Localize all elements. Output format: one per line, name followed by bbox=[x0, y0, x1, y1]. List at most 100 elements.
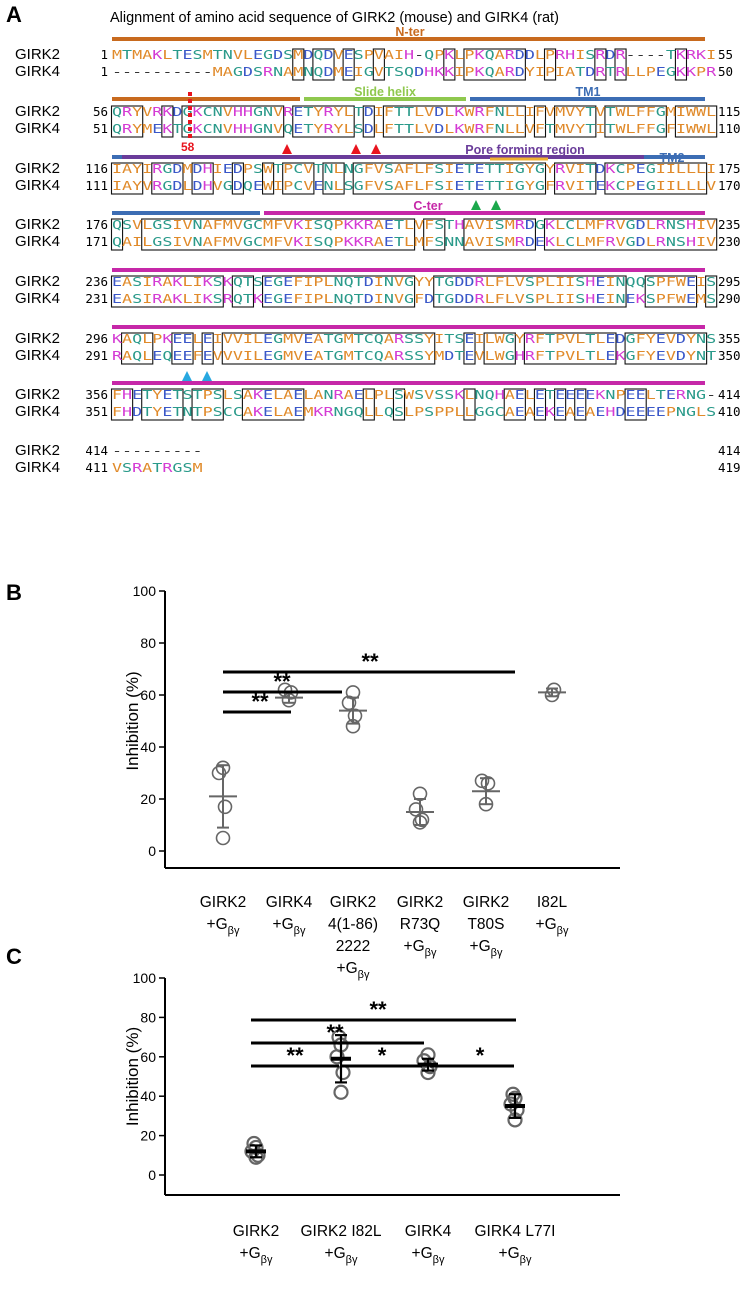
residue: V bbox=[293, 349, 303, 364]
residue: D bbox=[464, 275, 474, 290]
residue: Q bbox=[344, 292, 354, 307]
residue: V bbox=[223, 105, 233, 120]
residue: V bbox=[142, 179, 152, 194]
residue: I bbox=[374, 275, 384, 290]
residue: I bbox=[565, 275, 575, 290]
residue: E bbox=[384, 218, 394, 233]
residue: F bbox=[364, 179, 374, 194]
residue: H bbox=[404, 48, 414, 63]
y-tick-label: 40 bbox=[140, 1088, 156, 1104]
residue: K bbox=[545, 405, 555, 420]
residue: F bbox=[193, 349, 203, 364]
residue: L bbox=[414, 162, 424, 177]
residue: R bbox=[364, 235, 374, 250]
residue: A bbox=[495, 48, 505, 63]
identity-box bbox=[674, 48, 688, 81]
significance-label: ** bbox=[286, 1043, 304, 1068]
residue: L bbox=[364, 388, 374, 403]
residue: F bbox=[495, 275, 505, 290]
residue: P bbox=[444, 405, 454, 420]
residue: I bbox=[454, 65, 464, 80]
residue: T bbox=[444, 332, 454, 347]
residue: V bbox=[424, 105, 434, 120]
seq-start: 171 bbox=[85, 234, 108, 249]
residue: - bbox=[142, 444, 152, 459]
identity-box bbox=[463, 388, 476, 421]
region-label-cter: C-ter bbox=[413, 199, 442, 213]
residue: I bbox=[434, 332, 444, 347]
residue: P bbox=[414, 405, 424, 420]
residue: A bbox=[585, 405, 595, 420]
residue: H bbox=[243, 105, 253, 120]
residue: F bbox=[646, 122, 656, 137]
residue: D bbox=[172, 179, 182, 194]
residue: R bbox=[152, 275, 162, 290]
region-bar bbox=[112, 381, 705, 385]
seq-end: 235 bbox=[718, 217, 741, 232]
residue: K bbox=[223, 275, 233, 290]
residue: E bbox=[203, 349, 213, 364]
residue: G bbox=[626, 349, 636, 364]
residue: E bbox=[555, 405, 565, 420]
residue: C bbox=[495, 405, 505, 420]
residue: Q bbox=[344, 275, 354, 290]
residue: D bbox=[273, 48, 283, 63]
residue: G bbox=[162, 179, 172, 194]
residue: E bbox=[454, 162, 464, 177]
residue: K bbox=[112, 332, 122, 347]
residue: L bbox=[575, 349, 585, 364]
residue: Y bbox=[152, 388, 162, 403]
residue: S bbox=[434, 179, 444, 194]
residue: Q bbox=[485, 48, 495, 63]
residue: G bbox=[646, 179, 656, 194]
residue: G bbox=[626, 218, 636, 233]
residue: F bbox=[666, 292, 676, 307]
residue: R bbox=[676, 388, 686, 403]
residue: - bbox=[706, 388, 716, 403]
residue: Y bbox=[414, 275, 424, 290]
identity-box bbox=[292, 48, 305, 81]
residue: T bbox=[605, 105, 615, 120]
residue: R bbox=[323, 122, 333, 137]
residue: R bbox=[656, 235, 666, 250]
residue: E bbox=[112, 292, 122, 307]
seq-name: GIRK2 bbox=[15, 386, 60, 403]
residue: P bbox=[656, 275, 666, 290]
residue: L bbox=[545, 275, 555, 290]
residue: K bbox=[545, 218, 555, 233]
residue: E bbox=[263, 349, 273, 364]
residue: L bbox=[505, 292, 515, 307]
residue: - bbox=[162, 444, 172, 459]
residue: G bbox=[273, 275, 283, 290]
residue: G bbox=[364, 65, 374, 80]
residue: E bbox=[182, 48, 192, 63]
residue: I bbox=[525, 105, 535, 120]
residue: V bbox=[182, 218, 192, 233]
label-part: +G bbox=[207, 916, 228, 933]
residue: S bbox=[414, 349, 424, 364]
residue: G bbox=[273, 292, 283, 307]
identity-box bbox=[171, 332, 194, 365]
residue: M bbox=[585, 235, 595, 250]
residue: Q bbox=[626, 275, 636, 290]
residue: G bbox=[273, 349, 283, 364]
residue: N bbox=[495, 105, 505, 120]
residue: Q bbox=[323, 235, 333, 250]
residue: A bbox=[122, 275, 132, 290]
residue: D bbox=[525, 235, 535, 250]
residue: N bbox=[444, 235, 454, 250]
residue: P bbox=[545, 65, 555, 80]
residue: L bbox=[162, 48, 172, 63]
residue: S bbox=[495, 218, 505, 233]
residue: T bbox=[122, 48, 132, 63]
residue: R bbox=[364, 218, 374, 233]
residue: F bbox=[636, 122, 646, 137]
residue: H bbox=[122, 388, 132, 403]
x-category-label: 2222 bbox=[336, 938, 370, 955]
residue: Y bbox=[525, 179, 535, 194]
residue: Q bbox=[283, 122, 293, 137]
seq-name: GIRK2 bbox=[15, 442, 60, 459]
residue: E bbox=[172, 332, 182, 347]
